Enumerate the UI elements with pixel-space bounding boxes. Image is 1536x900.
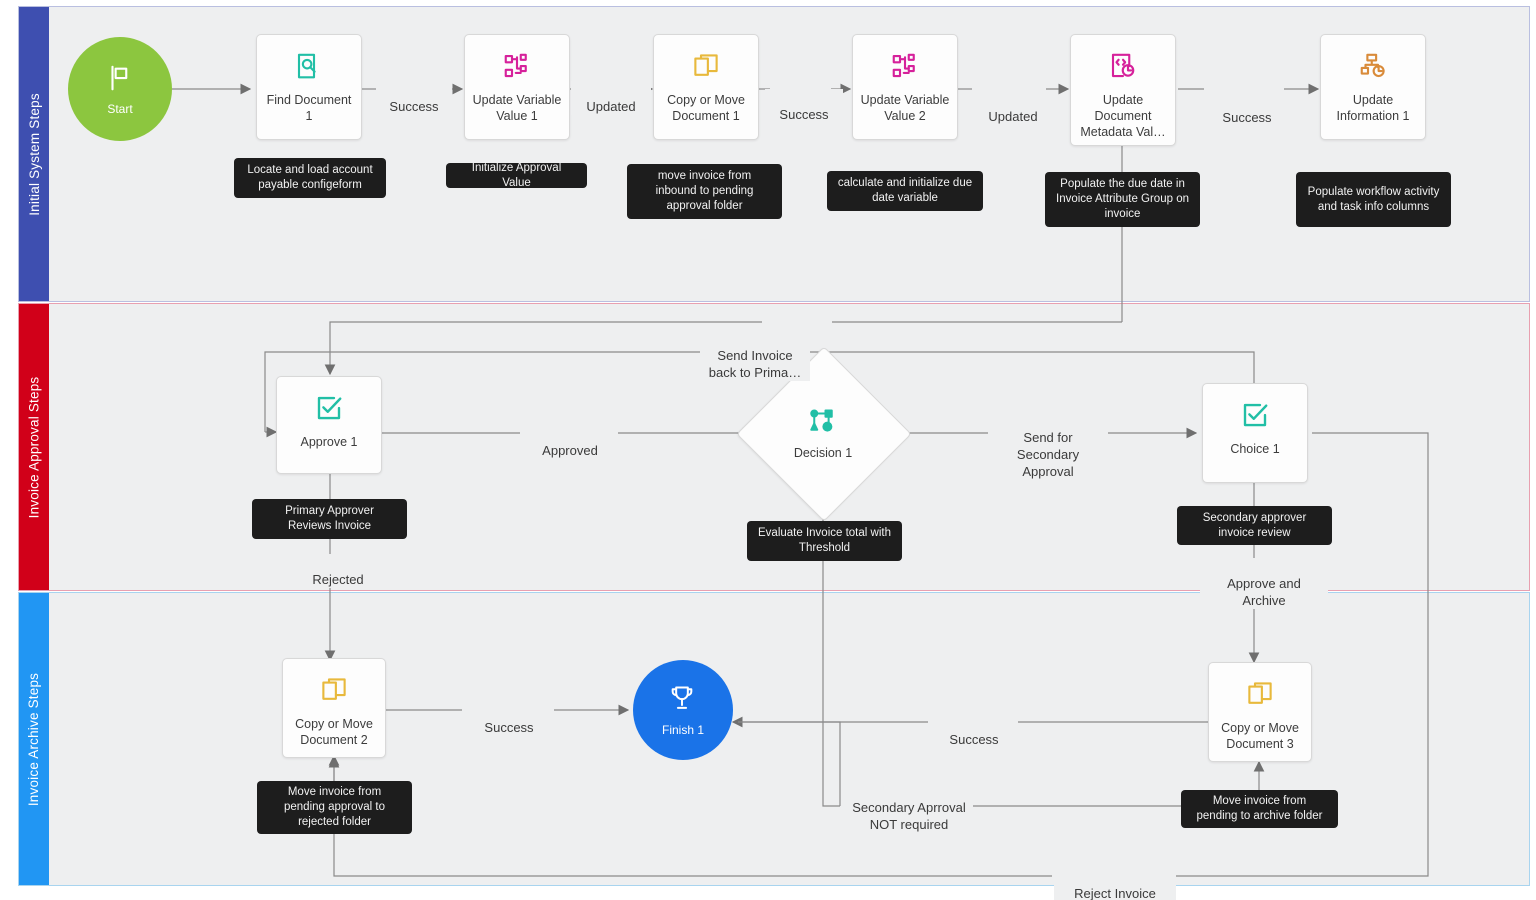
copy-move-icon (1245, 679, 1275, 709)
node-update-information-1-label: Update Information 1 (1336, 93, 1410, 123)
note-update-document-metadata-value: Populate the due date in Invoice Attribu… (1045, 172, 1200, 227)
edge-label-text: Rejected (312, 572, 364, 587)
note-text: Secondary approver invoice review (1202, 511, 1307, 539)
edge-label-cmd3-to-finish1: Success (930, 714, 1018, 748)
node-copy-or-move-document-3[interactable]: Copy or Move Document 3 (1208, 662, 1312, 762)
edge-label-text: Success (779, 107, 829, 122)
node-update-variable-value-2[interactable]: Update Variable Value 2 (852, 34, 958, 140)
edge-label-choice1-to-approve1: Send Invoice back to Prima… (700, 330, 810, 381)
note-copy-or-move-document-2: Move invoice from pending approval to re… (257, 781, 412, 834)
edge-label-text: Approved (542, 443, 598, 458)
note-approve-1: Primary Approver Reviews Invoice (252, 499, 407, 539)
node-copy-or-move-document-1-label: Copy or Move Document 1 (667, 93, 745, 123)
edge-label-decision1-to-finish1: Secondary Aprroval NOT required (845, 782, 973, 833)
checkbox-icon (1240, 400, 1270, 430)
flag-icon (105, 63, 135, 93)
edge-label-text: Success (484, 720, 534, 735)
edge-label-text: Updated (586, 99, 636, 114)
edge-label-udmv-to-approve1: Success (762, 310, 832, 326)
edge-label-uvv2-to-udmv: Updated (971, 91, 1055, 125)
edge-label-text: Reject Invoice (1074, 886, 1156, 900)
node-update-document-metadata-value[interactable]: Update Document Metadata Val… (1070, 34, 1176, 146)
edge-label-choice1-reject-invoice: Reject Invoice (1054, 868, 1176, 900)
node-find-document-1[interactable]: Find Document 1 (256, 34, 362, 140)
node-copy-or-move-document-2[interactable]: Copy or Move Document 2 (282, 658, 386, 758)
node-decision-1[interactable]: Decision 1 (736, 346, 912, 522)
note-text: move invoice from inbound to pending app… (655, 170, 754, 212)
note-find-document-1: Locate and load account payable configef… (234, 158, 386, 198)
variable-node-icon (890, 51, 920, 81)
note-text: Locate and load account payable configef… (247, 164, 373, 191)
node-approve-1-label: Approve 1 (300, 435, 358, 449)
note-text: Evaluate Invoice total with Threshold (758, 527, 891, 554)
edge-label-cmd1-to-uvv2: Success (765, 89, 843, 123)
edge-label-text: Secondary Aprroval NOT required (852, 800, 966, 832)
node-update-variable-value-2-label: Update Variable Value 2 (860, 93, 950, 123)
edge-label-udmv-to-ui1: Success (1207, 92, 1287, 126)
checkbox-icon (314, 393, 344, 423)
trophy-icon (668, 684, 698, 714)
node-start-label: Start (107, 101, 133, 116)
note-update-variable-value-1: Initialize Approval Value (446, 161, 587, 189)
note-text: Move invoice from pending to archive fol… (1196, 795, 1323, 822)
node-copy-or-move-document-2-label: Copy or Move Document 2 (295, 717, 373, 747)
edge-label-approve1-to-decision1: Approved (522, 425, 618, 459)
edge-label-text: Send for Secondary Approval (1016, 430, 1080, 479)
edge-label-find-to-uvv1: Success (376, 81, 452, 115)
metadata-update-icon (1108, 51, 1138, 81)
node-approve-1[interactable]: Approve 1 (276, 376, 382, 474)
edge-label-approve1-to-cmd2: Rejected (290, 554, 386, 588)
variable-node-icon (502, 51, 532, 81)
edge-label-text: Send Invoice back to Prima… (708, 348, 802, 380)
decision-inner: Decision 1 (762, 372, 884, 494)
node-choice-1[interactable]: Choice 1 (1202, 383, 1308, 483)
edge-label-uvv1-to-cmd1: Updated (571, 81, 651, 115)
swimlane-header-archive: Invoice Archive Steps (19, 593, 49, 885)
note-copy-or-move-document-1: move invoice from inbound to pending app… (627, 164, 782, 219)
note-text: Move invoice from pending approval to re… (283, 786, 386, 828)
note-update-information-1: Populate workflow activity and task info… (1296, 172, 1451, 227)
edge-label-text: Success (1222, 110, 1272, 125)
swimlane-header-initial: Initial System Steps (19, 7, 49, 301)
note-copy-or-move-document-3: Move invoice from pending to archive fol… (1181, 790, 1338, 828)
node-finish-1[interactable]: Finish 1 (633, 660, 733, 760)
info-update-icon (1358, 51, 1388, 81)
note-decision-1: Evaluate Invoice total with Threshold (747, 521, 902, 561)
note-text: Initialize Approval Value (471, 161, 562, 189)
edge-label-choice1-to-cmd3: Approve and Archive (1200, 558, 1328, 609)
node-start[interactable]: Start (68, 37, 172, 141)
decision-nodes-icon (808, 406, 838, 436)
copy-move-icon (691, 51, 721, 81)
node-decision-1-label: Decision 1 (793, 446, 853, 460)
node-copy-or-move-document-1[interactable]: Copy or Move Document 1 (653, 34, 759, 140)
note-update-variable-value-2: calculate and initialize due date variab… (827, 171, 983, 211)
node-choice-1-label: Choice 1 (1230, 442, 1280, 456)
edge-label-text: Success (949, 732, 999, 747)
note-text: calculate and initialize due date variab… (837, 177, 973, 204)
edge-label-cmd2-to-finish1: Success (464, 702, 554, 736)
copy-move-icon (319, 675, 349, 705)
swimlane-header-approval: Invoice Approval Steps (19, 304, 49, 590)
node-finish-1-label: Finish 1 (661, 722, 705, 737)
node-update-variable-value-1-label: Update Variable Value 1 (472, 93, 562, 123)
node-copy-or-move-document-3-label: Copy or Move Document 3 (1221, 721, 1299, 751)
edge-label-text: Updated (988, 109, 1038, 124)
note-text: Populate the due date in Invoice Attribu… (1056, 178, 1189, 220)
node-update-variable-value-1[interactable]: Update Variable Value 1 (464, 34, 570, 140)
edge-label-decision1-to-choice1: Send for Secondary Approval (988, 412, 1108, 480)
edge-label-text: Success (389, 99, 439, 114)
node-update-information-1[interactable]: Update Information 1 (1320, 34, 1426, 140)
node-find-document-1-label: Find Document 1 (266, 93, 352, 123)
node-update-document-metadata-value-label: Update Document Metadata Val… (1080, 93, 1166, 139)
note-text: Primary Approver Reviews Invoice (285, 505, 374, 532)
note-text: Populate workflow activity and task info… (1307, 185, 1440, 213)
edge-label-text: Approve and Archive (1227, 576, 1301, 608)
document-search-icon (294, 51, 324, 81)
note-choice-1: Secondary approver invoice review (1177, 506, 1332, 545)
